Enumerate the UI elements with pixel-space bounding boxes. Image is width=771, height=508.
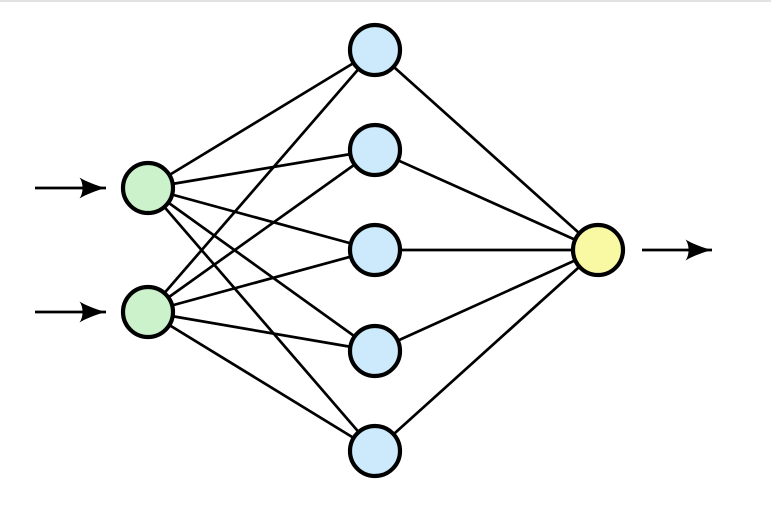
edge-input-2-hidden-5: [147, 310, 376, 453]
edge-input-1-hidden-2: [147, 148, 376, 190]
edge-input-1-hidden-1: [147, 48, 376, 190]
edge-hidden-1-output-1: [374, 48, 599, 252]
node-hidden-2: [347, 122, 403, 178]
node-hidden-3: [347, 222, 403, 278]
edge-input-2-hidden-2: [147, 148, 376, 314]
edge-hidden-5-output-1: [374, 248, 599, 453]
edge-input-1-hidden-5: [146, 187, 377, 452]
edge-hidden-2-output-1: [374, 148, 599, 252]
node-hidden-4: [347, 323, 403, 379]
node-input-1: [120, 160, 176, 216]
node-hidden-5: [347, 423, 403, 479]
node-input-2: [120, 284, 176, 340]
node-hidden-1: [347, 22, 403, 78]
top-border: [0, 0, 771, 2]
node-output-1: [570, 222, 626, 278]
edge-hidden-4-output-1: [374, 248, 599, 353]
edge-input-1-hidden-3: [147, 186, 376, 252]
edge-input-2-hidden-3: [147, 248, 376, 314]
edge-input-2-hidden-4: [147, 310, 376, 353]
edge-input-1-hidden-4: [147, 186, 376, 353]
edge-input-2-hidden-1: [146, 49, 377, 313]
